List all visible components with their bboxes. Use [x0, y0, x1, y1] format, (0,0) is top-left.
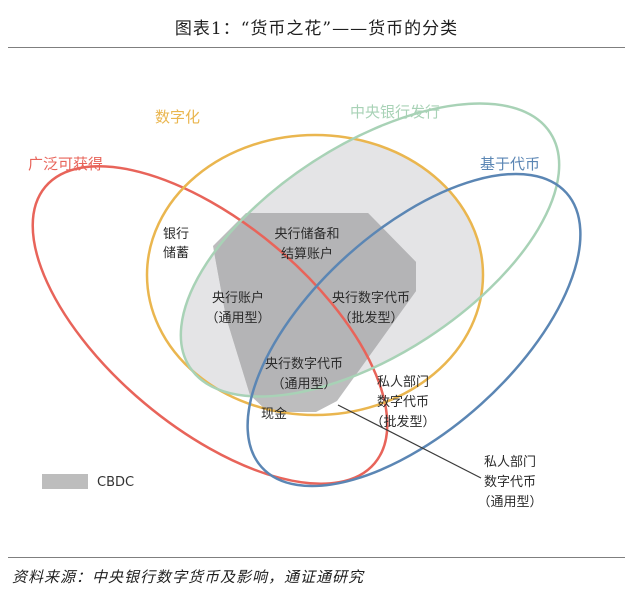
figure-title: 图表1：“货币之花”——货币的分类: [174, 19, 459, 39]
legend-swatch: [42, 474, 88, 489]
svg-text:（通用型）: （通用型）: [477, 495, 542, 510]
svg-text:银行: 银行: [163, 227, 189, 242]
region-cb-reserves: 央行储备和 结算账户: [274, 226, 339, 262]
svg-text:数字代币: 数字代币: [377, 395, 429, 410]
svg-text:储蓄: 储蓄: [163, 246, 189, 261]
svg-text:现金: 现金: [261, 406, 287, 422]
svg-text:央行数字代币: 央行数字代币: [265, 357, 343, 372]
svg-text:央行储备和: 央行储备和: [274, 226, 339, 242]
region-private-token-wholesale: 私人部门 数字代币 （批发型）: [370, 375, 435, 430]
svg-text:私人部门: 私人部门: [377, 375, 429, 390]
svg-text:私人部门: 私人部门: [484, 455, 536, 470]
region-bank-deposits: 银行 储蓄: [163, 227, 189, 261]
set-label-central-bank: 中央银行发行: [350, 103, 440, 121]
source-note: 资料来源：中央银行数字货币及影响，通证通研究: [12, 568, 365, 586]
svg-text:（通用型）: （通用型）: [205, 311, 270, 326]
svg-text:（批发型）: （批发型）: [338, 310, 403, 326]
svg-text:央行数字代币: 央行数字代币: [332, 291, 410, 306]
region-cb-token-wholesale: 央行数字代币 （批发型）: [332, 291, 410, 326]
region-cash: 现金: [261, 406, 287, 422]
svg-text:央行账户: 央行账户: [212, 290, 264, 306]
svg-text:数字代币: 数字代币: [484, 475, 536, 490]
svg-text:结算账户: 结算账户: [281, 246, 333, 262]
legend-label: CBDC: [97, 475, 134, 490]
region-private-token-general: 私人部门 数字代币 （通用型）: [477, 455, 542, 510]
set-label-widely-available: 广泛可获得: [28, 155, 103, 173]
svg-text:（通用型）: （通用型）: [271, 377, 336, 392]
set-outline-token-based: [246, 172, 582, 488]
source-divider: [8, 557, 625, 558]
region-cb-token-general: 央行数字代币 （通用型）: [265, 357, 343, 392]
set-outline-digital: [145, 133, 485, 417]
set-label-digital: 数字化: [155, 108, 200, 126]
region-cb-accounts: 央行账户 （通用型）: [205, 290, 270, 326]
set-outline-widely-available: [31, 164, 389, 486]
svg-text:（批发型）: （批发型）: [370, 414, 435, 430]
title-divider: [8, 47, 625, 48]
set-label-token-based: 基于代币: [480, 155, 540, 173]
callout-line: [337, 404, 482, 479]
set-outline-central-bank: [179, 102, 561, 398]
